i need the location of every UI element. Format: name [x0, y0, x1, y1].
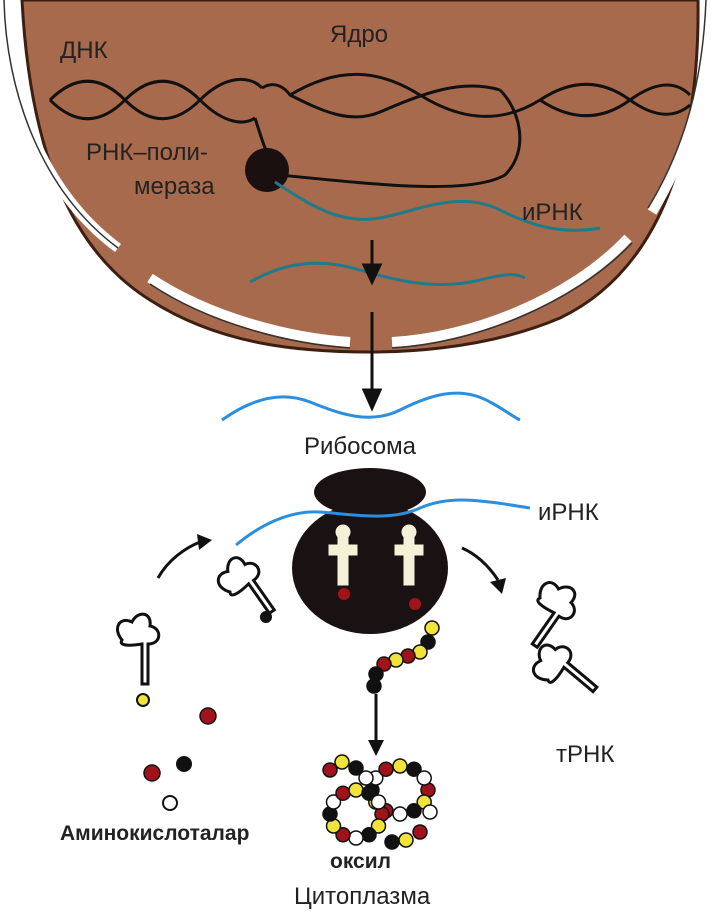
amino-acid-bead: [393, 807, 407, 821]
label-rna-polymerase-2: мераза: [134, 173, 215, 200]
amino-acid-bead: [349, 831, 363, 845]
amino-acid-bead: [359, 771, 373, 785]
ribosome-large-subunit: [292, 502, 448, 634]
label-mrna-nucleus: иРНК: [522, 199, 583, 226]
amino-acid-free: [144, 765, 160, 781]
amino-acid-free: [176, 756, 192, 772]
free-trna-right-top: [512, 574, 585, 653]
amino-acid-bead: [393, 759, 407, 773]
amino-acid-bead: [379, 762, 393, 776]
label-nucleus: Ядро: [330, 21, 388, 48]
amino-acid-bead: [335, 755, 349, 769]
protein-arrow-head: [368, 740, 384, 756]
label-mrna-ribosome: иРНК: [538, 499, 599, 526]
amino-acid-bead: [336, 786, 350, 800]
amino-acid-bead: [413, 825, 427, 839]
amino-acid-bead: [423, 805, 437, 819]
amino-acid-bead: [399, 833, 413, 847]
amino-acid-trna-left-bottom: [137, 694, 149, 706]
label-trna: тРНК: [556, 741, 614, 768]
label-rna-polymerase-1: РНК–поли-: [86, 139, 208, 166]
amino-acid-bead: [362, 828, 376, 842]
incoming-arrow: [158, 534, 212, 578]
nucleus: [4, 0, 711, 352]
amino-acid-bead: [417, 771, 431, 785]
amino-acid-bead: [407, 804, 421, 818]
amino-acid-free: [200, 708, 216, 724]
amino-acid-free: [163, 796, 177, 810]
free-amino-acids: [144, 708, 216, 810]
label-ribosome: Рибосома: [304, 433, 417, 460]
amino-acid-bead: [349, 783, 363, 797]
amino-acid-bead: [372, 795, 386, 809]
nucleus-body: [22, 0, 698, 352]
amino-acid-bead: [385, 835, 399, 849]
amino-acid-a-site: [409, 598, 421, 610]
protein-arrow: [368, 694, 384, 756]
amino-acid-trna-left-top: [260, 611, 272, 623]
label-protein: оксил: [330, 850, 391, 873]
amino-acid-bead: [367, 679, 381, 693]
protein-coil: [323, 755, 437, 849]
label-amino-acids: Аминокислоталар: [60, 822, 249, 845]
ribosome: [292, 468, 448, 634]
arrow-down-2-head: [364, 390, 380, 408]
label-cytoplasm: Цитоплазма: [294, 883, 431, 910]
amino-acid-p-site: [338, 588, 350, 600]
label-dna: ДНК: [60, 37, 108, 64]
free-trna-left-top: [211, 550, 283, 628]
amino-acid-bead: [425, 621, 439, 635]
free-trna-left-bottom: [117, 614, 158, 684]
outgoing-arrow: [462, 548, 506, 594]
